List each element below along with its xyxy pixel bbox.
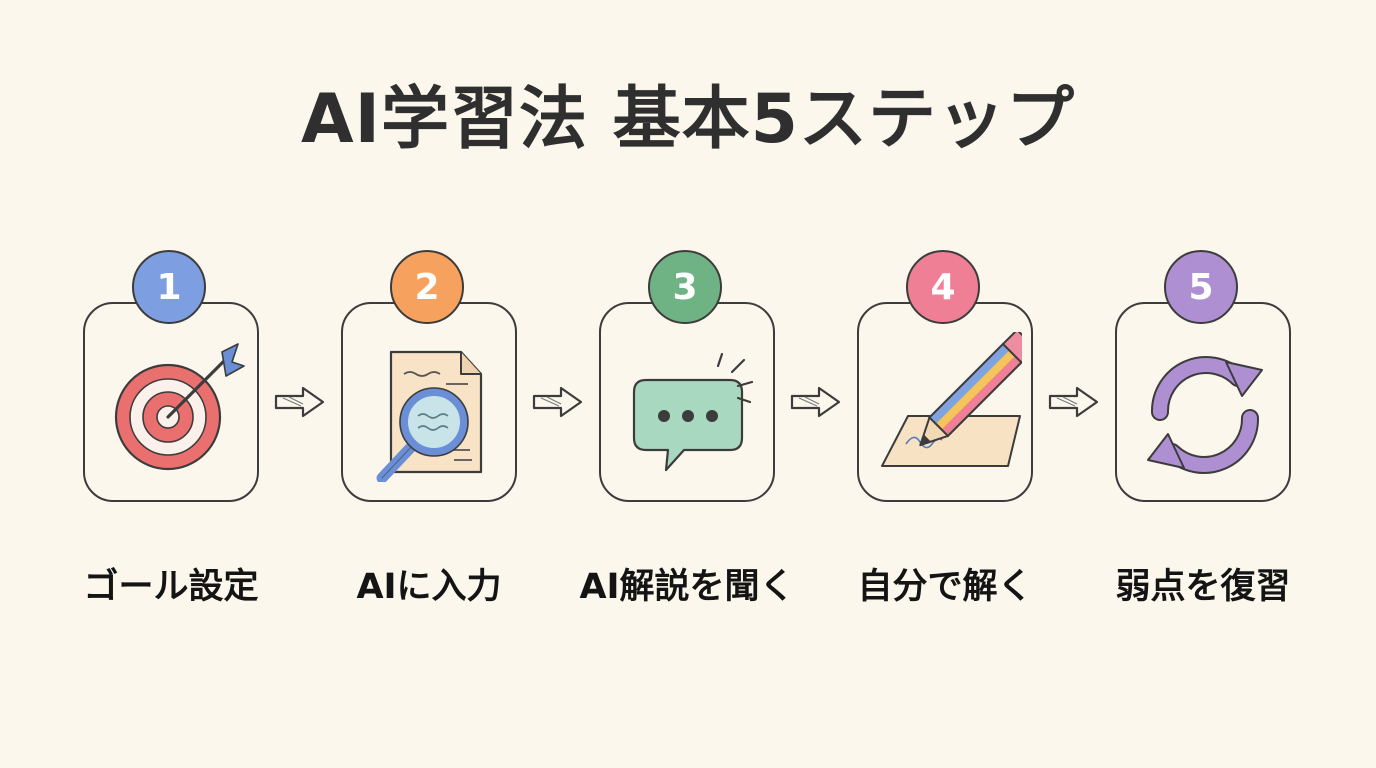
chat-bubble-icon (632, 352, 754, 472)
step-card (599, 302, 775, 502)
arrow-right-icon (532, 386, 583, 418)
step-card (83, 302, 259, 502)
step-number-badge: 4 (906, 250, 980, 324)
arrow-right-icon (274, 386, 325, 418)
step-2: 2 (338, 250, 528, 520)
step-label-4: 自分で解く (857, 567, 1033, 607)
document-search-icon (376, 350, 483, 482)
step-label-5: 弱点を復習 (1115, 567, 1291, 607)
step-3: 3 (596, 250, 786, 520)
step-card (1115, 302, 1291, 502)
step-1: 1 (80, 250, 270, 520)
page-title: AI学習法 基本5ステップ (301, 80, 1075, 159)
target-icon (114, 343, 245, 471)
step-card (857, 302, 1033, 502)
arrow-right-icon (1048, 386, 1099, 418)
step-4: 4 (854, 250, 1044, 520)
step-label-3: AI解説を聞く (579, 567, 795, 607)
cycle-arrows-icon (1147, 356, 1263, 474)
step-5: 5 (1112, 250, 1302, 520)
arrow-right-icon (790, 386, 841, 418)
pencil-writing-icon (881, 332, 1022, 467)
step-number-badge: 3 (648, 250, 722, 324)
step-card (341, 302, 517, 502)
step-number-badge: 2 (390, 250, 464, 324)
step-number-badge: 1 (132, 250, 206, 324)
step-number-badge: 5 (1164, 250, 1238, 324)
step-label-1: ゴール設定 (83, 567, 259, 607)
step-label-2: AIに入力 (356, 567, 502, 607)
